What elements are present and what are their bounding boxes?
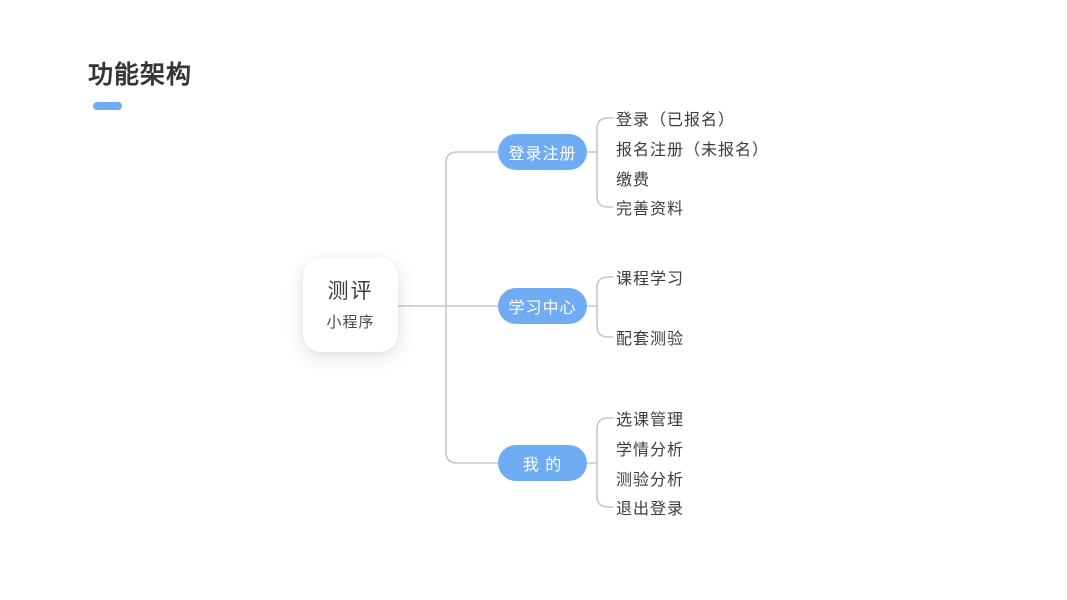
leaf-logout[interactable]: 退出登录 xyxy=(616,501,685,518)
leaf-course-learning[interactable]: 课程学习 xyxy=(616,271,685,288)
page-title: 功能架构 xyxy=(88,61,193,89)
title-accent-bar xyxy=(93,102,122,110)
branch-node-mine[interactable]: 我 的 xyxy=(498,445,587,481)
root-node-subtitle: 小程序 xyxy=(326,314,375,332)
connector-branch-3-leaf-bottom xyxy=(596,462,614,508)
connector-branch-2-leaf-bottom xyxy=(596,305,614,338)
connector-branch-1-leaf-bottom xyxy=(596,151,614,208)
leaf-matching-quiz[interactable]: 配套测验 xyxy=(616,331,685,348)
connector-root-to-branch-3 xyxy=(445,305,499,464)
leaf-login-registered[interactable]: 登录（已报名） xyxy=(616,112,736,129)
connector-branch-1-leaf-top xyxy=(596,117,614,153)
connector-branch-3-leaf-top xyxy=(596,417,614,464)
root-node[interactable]: 测评 小程序 xyxy=(303,258,398,352)
connector-root-to-branch-1 xyxy=(445,151,499,307)
leaf-signup-unregistered[interactable]: 报名注册（未报名） xyxy=(616,142,770,159)
branch-node-learning-center[interactable]: 学习中心 xyxy=(498,288,587,324)
root-node-title: 测评 xyxy=(327,279,374,303)
branch-node-login-register[interactable]: 登录注册 xyxy=(498,134,587,170)
leaf-learning-analysis[interactable]: 学情分析 xyxy=(616,442,685,459)
leaf-complete-profile[interactable]: 完善资料 xyxy=(616,201,685,218)
leaf-pay-fee[interactable]: 缴费 xyxy=(616,172,651,189)
leaf-quiz-analysis[interactable]: 测验分析 xyxy=(616,472,685,489)
connector-branch-2-leaf-top xyxy=(596,276,614,307)
leaf-course-selection[interactable]: 选课管理 xyxy=(616,412,685,429)
